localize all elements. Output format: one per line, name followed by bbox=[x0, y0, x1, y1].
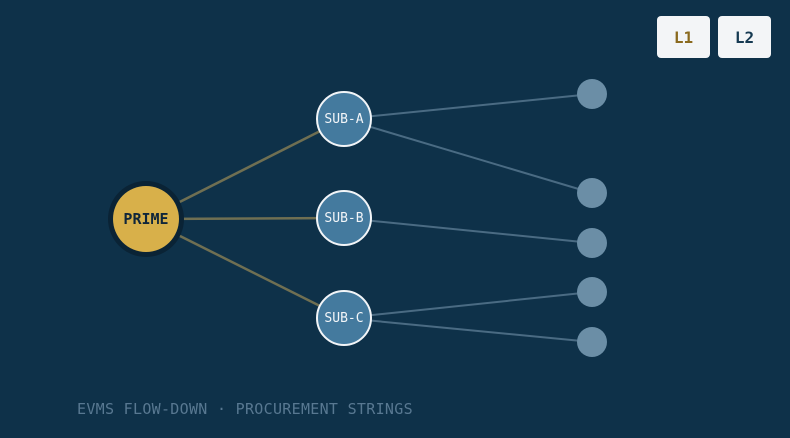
leaf-node[interactable] bbox=[577, 277, 607, 307]
link-sub-c-leaf-4 bbox=[343, 291, 593, 319]
link-sub-a-leaf-1 bbox=[343, 93, 593, 120]
sub-a-node[interactable]: SUB-A bbox=[316, 91, 372, 147]
diagram-caption: EVMS FLOW-DOWN · PROCUREMENT STRINGS bbox=[77, 400, 413, 418]
sub-links bbox=[343, 93, 593, 343]
leaf-node[interactable] bbox=[577, 79, 607, 109]
link-sub-c-leaf-5 bbox=[343, 317, 593, 343]
link-prime-sub-b bbox=[145, 216, 345, 221]
leaf-node[interactable] bbox=[577, 178, 607, 208]
link-sub-b-leaf-3 bbox=[343, 217, 593, 244]
prime-node[interactable]: PRIME bbox=[113, 186, 179, 252]
link-prime-sub-a bbox=[145, 117, 345, 221]
level-2-button[interactable]: L2 bbox=[718, 16, 771, 58]
link-prime-sub-c bbox=[145, 217, 345, 320]
leaf-node[interactable] bbox=[577, 228, 607, 258]
leaf-node[interactable] bbox=[577, 327, 607, 357]
sub-c-node[interactable]: SUB-C bbox=[316, 290, 372, 346]
link-sub-a-leaf-2 bbox=[343, 118, 593, 194]
sub-b-node[interactable]: SUB-B bbox=[316, 190, 372, 246]
level-1-button[interactable]: L1 bbox=[657, 16, 710, 58]
prime-links bbox=[145, 117, 345, 320]
